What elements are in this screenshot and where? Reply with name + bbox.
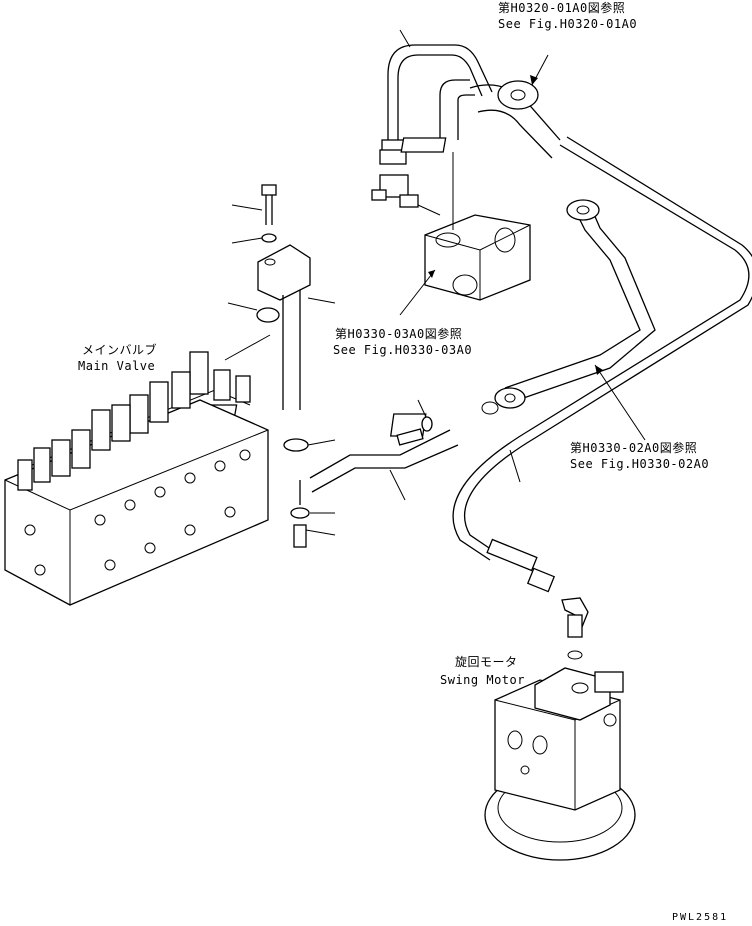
- check-valve-fitting: [371, 174, 441, 216]
- swing-motor-en: Swing Motor: [440, 673, 525, 687]
- swing-motor-jp: 旋回モータ: [455, 655, 518, 669]
- elbow-fitting: [561, 597, 589, 660]
- manifold-block: [399, 152, 531, 316]
- valve-ports: [24, 449, 251, 576]
- elbow-pipe: [400, 54, 561, 159]
- main-valve-jp: メインバルブ: [82, 342, 157, 357]
- main-valve-drawing: [4, 351, 269, 606]
- drawing-code: PWL2581: [672, 912, 728, 923]
- ref-h0320-jp: 第H0320-01A0図参照: [498, 0, 625, 15]
- ref-h0330-02-jp: 第H0330-02A0図参照: [570, 440, 697, 455]
- upper-hose: [379, 29, 493, 165]
- swing-pipe: [481, 199, 656, 441]
- ref-h0330-03-jp: 第H0330-03A0図参照: [335, 326, 462, 341]
- drain-hose: [452, 136, 752, 593]
- ref-h0330-02-en: See Fig.H0330-02A0: [570, 457, 709, 471]
- ref-h0330-03-en: See Fig.H0330-03A0: [333, 343, 472, 357]
- valve-spools: [17, 351, 251, 491]
- swing-motor-drawing: [484, 667, 636, 861]
- ref-h0320-en: See Fig.H0320-01A0: [498, 17, 637, 31]
- main-valve-en: Main Valve: [78, 359, 155, 373]
